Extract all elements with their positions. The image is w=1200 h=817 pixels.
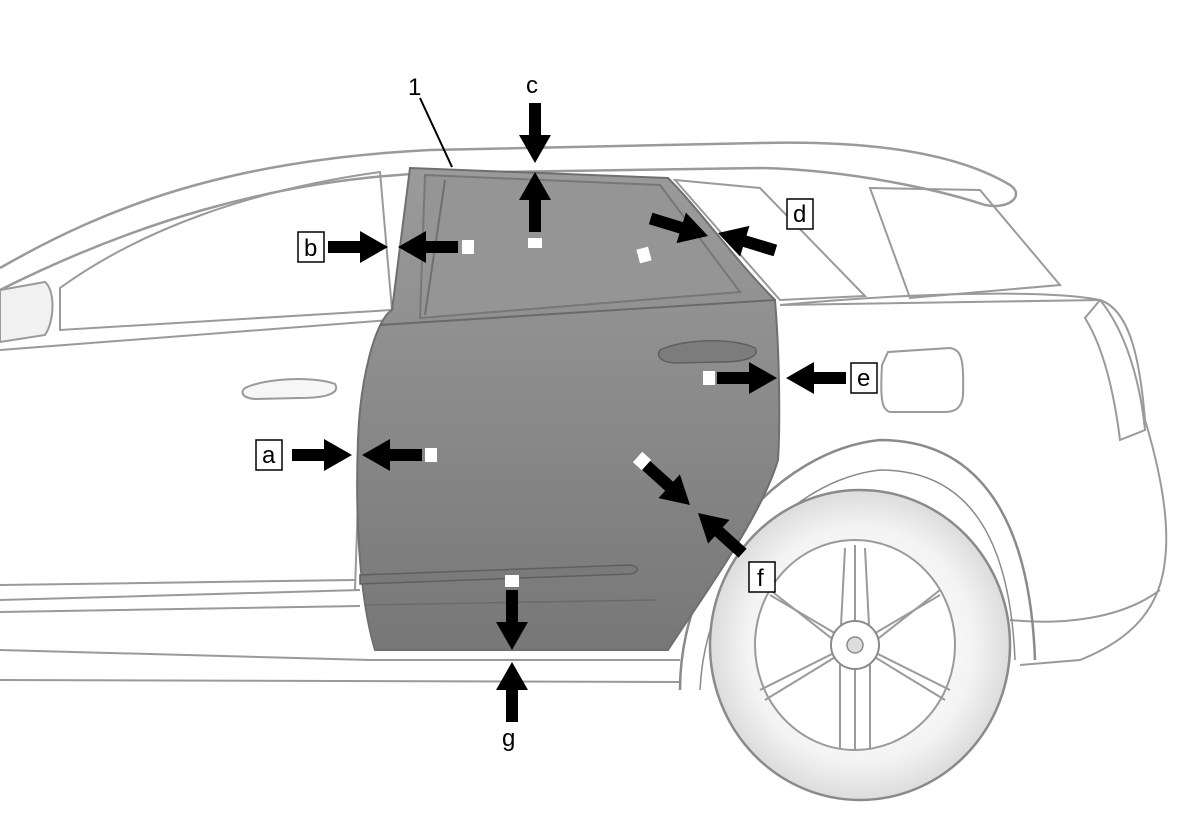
black-gap-arrow-icon [717,362,777,394]
callout-a: a [262,442,276,469]
black-gap-arrow-icon [519,103,551,163]
front-door-handle [241,378,338,401]
callout-d: d [793,201,806,228]
callout-c: c [526,72,538,99]
side-mirror [0,280,54,344]
black-gap-arrow-icon [641,460,690,505]
leader-line-part-1 [419,97,453,168]
callout-e: e [857,365,870,392]
black-gap-arrow-icon [292,439,352,471]
black-gap-arrow-icon [328,231,388,263]
black-gap-arrow-icon [718,225,778,257]
black-gap-arrow-icon [496,590,528,650]
lower-body-crease [0,579,361,613]
front-door-window [59,170,394,332]
rear-door-lower-molding [359,564,639,585]
black-gap-arrow-icon [698,513,747,558]
callout-g: g [502,725,515,752]
black-gap-arrow-icon [496,662,528,722]
fuel-door [880,346,965,413]
rocker-panel [0,589,681,683]
rear-pillar-window [868,186,1063,300]
rear-door-window-frame [418,173,742,320]
rear-wheel [708,488,1012,802]
rear-door-handle [657,339,757,364]
callout-part-1: 1 [408,74,421,101]
body-belt-line [0,299,1101,351]
black-gap-arrow-icon [398,231,458,263]
rear-body [779,292,1168,666]
black-gap-arrow-icon [648,212,708,244]
callout-b: b [304,235,317,262]
gap-arrows [292,103,846,722]
callout-box-d [786,198,814,230]
callout-f: f [757,565,764,592]
callout-labels: 1 c b d e a f g [255,72,878,752]
callout-box-a [255,439,283,471]
suv-side-view-icon [0,141,1168,683]
callout-box-b [297,231,325,263]
rear-door-body-line [379,299,776,326]
black-gap-arrow-icon [786,362,846,394]
callout-box-f [748,561,776,593]
black-gap-arrow-icon [519,172,551,232]
callout-box-e [850,362,878,394]
rear-bumper [1009,589,1161,623]
rear-door-panel [356,166,781,651]
tail-lamp [1083,298,1147,442]
rear-quarter-glass [672,178,868,302]
black-gap-arrow-icon [362,439,422,471]
